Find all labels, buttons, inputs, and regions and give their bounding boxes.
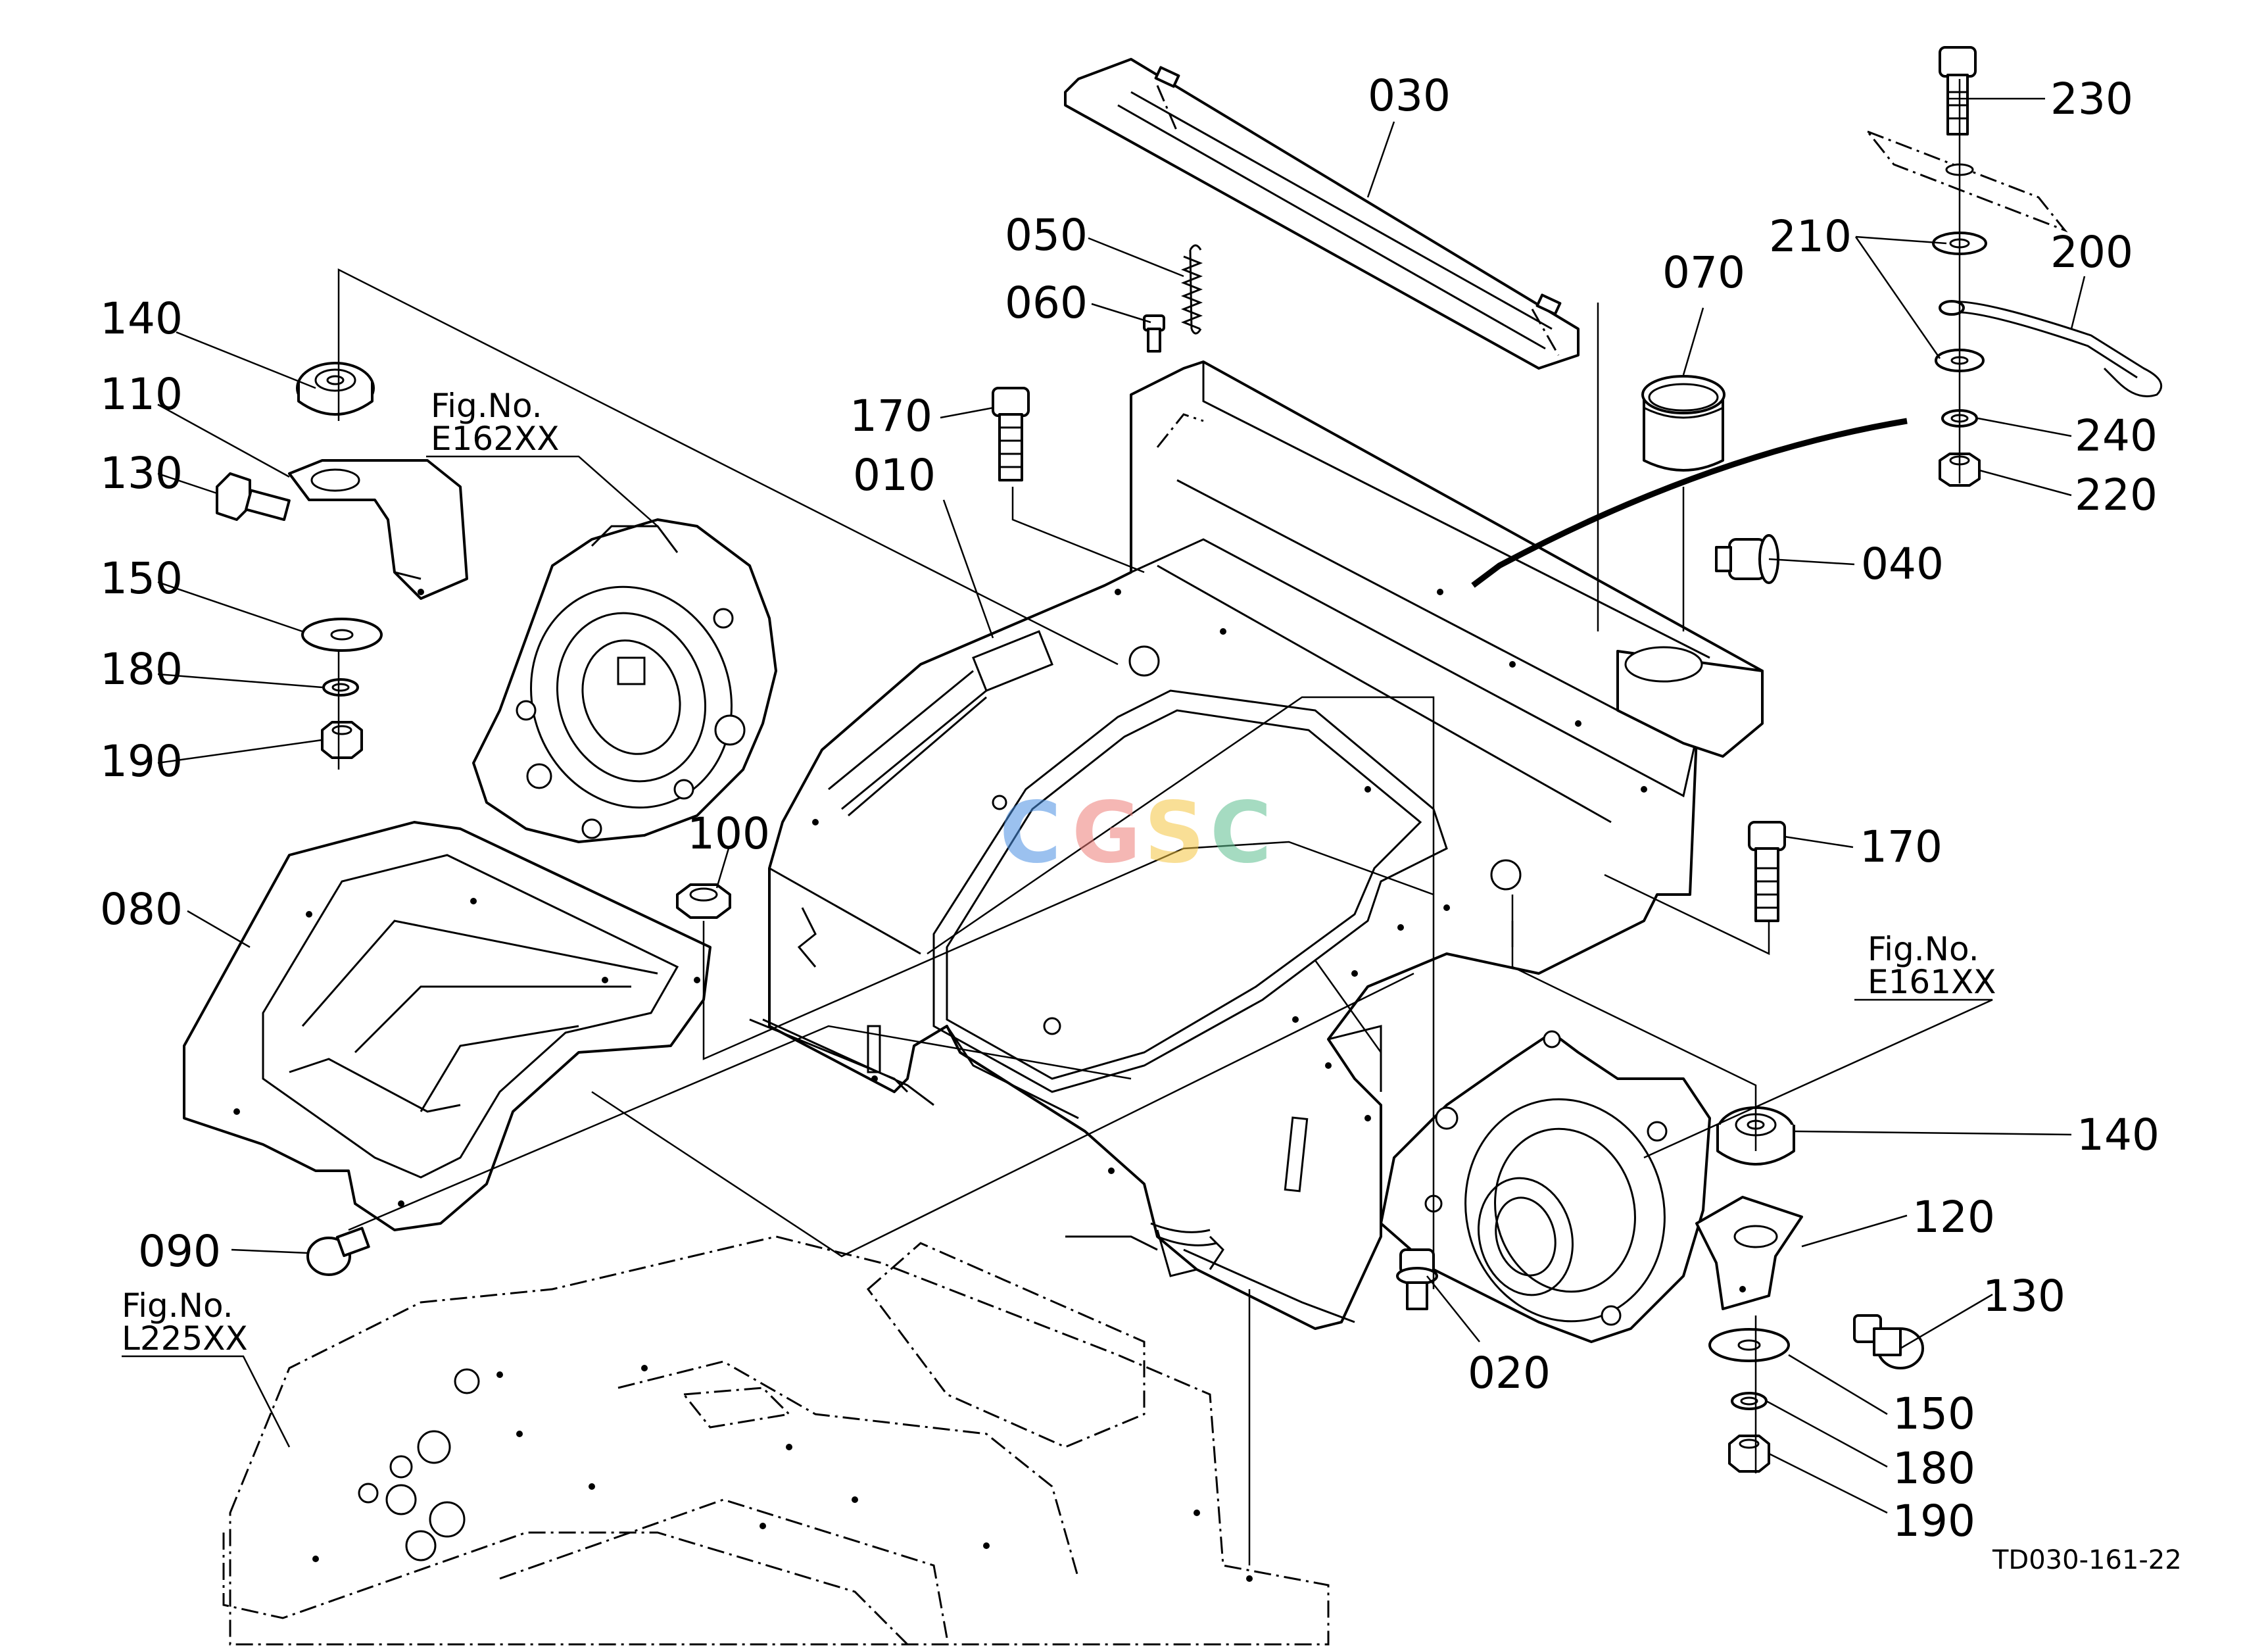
pin-part [1143,314,1165,353]
bolt-part [992,387,1030,481]
watermark-letter: G [1072,784,1141,882]
callout-labels: 030 230 050 060 070 210 200 140 110 130 … [100,70,2159,1546]
callout-label: 030 [1368,70,1451,121]
callout-label: 040 [1861,539,1944,589]
lower-frame-part [222,1235,1330,1646]
callout-label: 170 [1860,822,1942,872]
callout-label: 110 [100,369,183,420]
figure-ref-line2: E161XX [1868,963,1996,1001]
figure-ref-line2: L225XX [122,1319,248,1358]
lock-washer-part [322,678,359,697]
bolt-part [216,472,291,522]
callout-label: 180 [100,644,183,695]
bolt-part [306,1227,370,1276]
leader-lines [122,97,2086,1514]
callout-label: 050 [1005,210,1088,260]
watermark-logo: C G S C [1000,784,1272,882]
gear-housing-part [472,518,777,843]
washer-part [1708,1328,1790,1362]
drawing-code: TD030-161-22 [1992,1545,2182,1575]
figure-ref-line1: Fig.No. [1868,930,1979,968]
bolt-part [1396,1248,1438,1310]
callout-label: 120 [1912,1192,1995,1242]
callout-label: 010 [853,450,936,501]
cup-part [1641,375,1725,472]
rod-part [1939,300,2163,397]
watermark-letter: C [1210,784,1272,882]
callout-label: 140 [2077,1110,2159,1160]
watermark-letter: C [1000,784,1061,882]
callout-label: 230 [2050,74,2133,124]
watermark-letter: S [1144,784,1205,882]
rubber-mount-part [296,362,375,416]
figure-ref-line2: E162XX [431,420,560,458]
gear-housing-part [1380,1030,1711,1343]
callout-label: 150 [1893,1389,1975,1439]
callout-label: 090 [138,1226,221,1277]
lock-washer-part [1731,1392,1768,1410]
nut-part [1728,1435,1770,1473]
callout-label: 060 [1005,278,1088,328]
floor-cover-part [183,821,712,1231]
callout-label: 220 [2075,470,2158,520]
callout-label: 190 [1893,1496,1975,1546]
callout-label: 070 [1662,247,1745,298]
figure-ref-line1: Fig.No. [122,1287,233,1325]
bolt-part [1715,534,1779,584]
callout-label: 150 [100,553,183,604]
figure-ref-e161: Fig.No. E161XX [1868,930,1996,1001]
figure-ref-e162: Fig.No. E162XX [431,387,560,458]
callout-label: 180 [1893,1443,1975,1494]
main-housing-part [749,360,1764,1330]
callout-label: 240 [2075,410,2158,461]
nut-part [676,883,731,919]
cover-plate-part [1064,58,1580,370]
bolt-part [1748,821,1786,922]
spring-bracket-part [1156,413,1204,448]
callout-label: 140 [100,293,183,344]
mount-bracket-part [288,459,468,600]
figure-ref-line1: Fig.No. [431,387,543,425]
cable-part [1471,418,1908,588]
callout-label: 130 [100,448,183,499]
callout-label: 200 [2050,227,2133,278]
washer-part [301,618,383,652]
callout-label: 190 [100,736,183,787]
callout-label: 020 [1468,1348,1551,1398]
spring-part [1180,244,1203,335]
nut-part [321,721,363,759]
callout-label: 130 [1983,1271,2065,1321]
mount-bracket-part [1695,1196,1803,1310]
assembly-lines [337,79,1961,1565]
bolt-part [1864,46,2068,233]
callout-label: 170 [850,391,932,441]
figure-ref-l225: Fig.No. L225XX [122,1287,248,1358]
callout-label: 210 [1769,211,1852,262]
callout-label: 100 [687,808,770,859]
callout-label: 080 [100,884,183,935]
